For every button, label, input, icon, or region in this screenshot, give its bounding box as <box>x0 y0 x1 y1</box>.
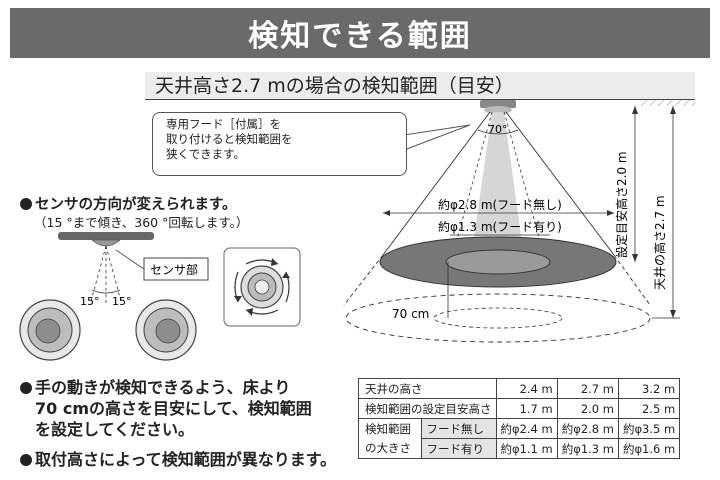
range-header-2: の大きさ <box>357 438 423 459</box>
hood-note-line-2: 取り付けると検知範囲を <box>166 132 293 146</box>
tilt-right-label: 15° <box>112 295 132 308</box>
ceiling-value: 2.7 m <box>556 378 619 399</box>
hood-detection-plane <box>445 249 551 275</box>
hood-value: 約φ1.1 m <box>495 438 558 459</box>
note1-line-2: 70 cmの高さを目安にして、検知範囲 <box>35 399 312 418</box>
cone-left-ext <box>343 254 384 306</box>
ceiling-value: 3.2 m <box>617 378 681 399</box>
ceiling-sensor-lens <box>484 106 512 114</box>
cone-right-line <box>505 111 615 256</box>
table-row: 検知範囲 フード無し 約φ2.4 m 約φ2.8 m 約φ3.5 m <box>357 418 681 439</box>
note1-line-3: を設定してください。 <box>35 420 195 439</box>
rotation-arrowhead-1 <box>271 258 278 266</box>
sensor-direction-heading-text: センサの方向が変えられます。 <box>35 197 237 213</box>
note1-line-1: 手の動きが検知できるよう、床より <box>35 378 291 397</box>
set-height-label: 設定目安高さ2.0 m <box>614 151 629 258</box>
cone-left-line <box>382 111 491 256</box>
set-height-header: 検知範囲の設定目安高さ <box>358 398 497 419</box>
subtitle: 天井高さ2.7 mの場合の検知範囲（目安） <box>145 72 695 100</box>
no-hood-label: フード無し <box>421 418 497 439</box>
set-height-arrow-top <box>632 106 638 114</box>
note-hand-height: 手の動きが検知できるよう、床より 70 cmの高さを目安にして、検知範囲 を設定… <box>20 377 312 440</box>
sensor-label: センサ部 <box>150 262 198 277</box>
sensor-side-dome <box>90 239 122 247</box>
rotation-arrowhead-3 <box>234 296 242 302</box>
bullet-icon <box>20 198 32 210</box>
range-header-1: 検知範囲 <box>357 418 423 439</box>
ceiling-height-arrow-bottom <box>670 310 676 318</box>
set-height-value: 2.0 m <box>556 398 619 419</box>
floor-offset-label: 70 cm <box>392 307 429 321</box>
hood-note-pointer <box>403 124 471 151</box>
rotation-arrowhead-2 <box>246 308 253 316</box>
no-hood-value: 約φ2.8 m <box>556 418 619 439</box>
sensor-direction-detail: （15 °まで傾き、360 °回転します。） <box>34 215 249 230</box>
hood-label: フード有り <box>421 438 497 459</box>
angle-arc <box>477 129 519 135</box>
sensor-label-leader <box>115 249 145 270</box>
ceiling-height-label: 天井の高さ2.7 m <box>652 195 667 290</box>
cone-right-ext <box>613 254 651 306</box>
table-row: 天井の高さ 2.4 m 2.7 m 3.2 m <box>358 378 681 399</box>
range-without-hood: 約φ2.8 m(フード無し) <box>438 197 562 212</box>
table-row: 検知範囲の設定目安高さ 1.7 m 2.0 m 2.5 m <box>358 398 681 419</box>
title-bar: 検知できる範囲 <box>10 8 710 58</box>
floor-range <box>345 293 651 343</box>
sensor-side-body <box>58 232 154 240</box>
hood-note-line-1: 専用フード［付属］を <box>166 117 281 131</box>
rotation-sensor-lens <box>254 279 270 295</box>
hood-note-line-3: 狭くできます。 <box>166 147 246 161</box>
dim-28-arrow-right <box>607 210 614 216</box>
set-height-arrow-bottom <box>632 254 638 262</box>
note2-text: 取付高さによって検知範囲が異なります。 <box>35 450 337 469</box>
dim-28-arrow-left <box>383 210 390 216</box>
detection-range-table: 天井の高さ 2.4 m 2.7 m 3.2 m 検知範囲の設定目安高さ 1.7 … <box>357 378 681 459</box>
bullet-icon <box>20 382 32 394</box>
ceiling-height-header: 天井の高さ <box>358 378 497 399</box>
ceiling-value: 2.4 m <box>495 378 558 399</box>
tilt-right-line <box>105 245 123 306</box>
hood-value: 約φ1.3 m <box>556 438 619 459</box>
page-title: 検知できる範囲 <box>248 19 472 54</box>
table-row: の大きさ フード有り 約φ1.1 m 約φ1.3 m 約φ1.6 m <box>357 438 681 459</box>
tilt-left-line <box>89 245 107 306</box>
floor-range-inner <box>433 307 563 329</box>
no-hood-value: 約φ2.4 m <box>495 418 558 439</box>
angle-label: 70° <box>488 123 508 136</box>
ceiling-height-arrow-top <box>670 106 676 114</box>
tilt-arc <box>91 289 121 294</box>
ceiling-sensor <box>480 100 516 108</box>
hood-value: 約φ1.6 m <box>617 438 681 459</box>
sensor-front-view-2-lens <box>155 318 181 344</box>
sensor-front-view-1-lens <box>35 318 61 344</box>
ceiling-hatch <box>640 100 695 106</box>
note-mount-height: 取付高さによって検知範囲が異なります。 <box>20 446 336 470</box>
sensor-direction-heading: センサの方向が変えられます。 <box>20 193 237 214</box>
tilt-left-label: 15° <box>80 295 100 308</box>
bullet-icon <box>20 454 32 466</box>
rotation-arrowhead-4 <box>282 272 290 278</box>
set-height-value: 1.7 m <box>495 398 558 419</box>
set-height-value: 2.5 m <box>617 398 681 419</box>
no-hood-value: 約φ3.5 m <box>617 418 681 439</box>
hood-note: 専用フード［付属］を 取り付けると検知範囲を 狭くできます。 <box>152 112 407 176</box>
hood-beam <box>470 112 525 265</box>
range-with-hood: 約φ1.3 m(フード有り) <box>438 219 562 234</box>
